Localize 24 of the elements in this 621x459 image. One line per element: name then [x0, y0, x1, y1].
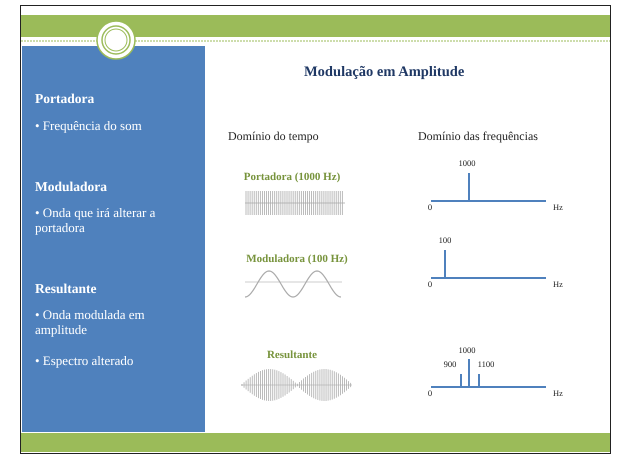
axis-label: 0: [428, 203, 432, 213]
bullet-text: • Espectro alterado: [35, 354, 134, 369]
section-heading: Moduladora: [35, 179, 108, 195]
axis-label: 0: [428, 280, 432, 290]
wave-label: Resultante: [266, 349, 318, 362]
frequency-label: 1100: [478, 360, 494, 370]
axis-label: Hz: [553, 280, 563, 290]
axis-label: 0: [428, 389, 432, 399]
bullet-text: • Onda modulada em amplitude: [35, 308, 146, 338]
bullet-text: • Frequência do som: [35, 119, 142, 134]
column-heading: Domínio do tempo: [228, 130, 319, 144]
frequency-label: 1000: [458, 346, 476, 356]
column-heading: Domínio das frequências: [418, 130, 538, 144]
frequency-label: 100: [438, 236, 452, 246]
frequency-label: 900: [444, 360, 456, 370]
frequency-label: 1000: [458, 159, 476, 169]
axis-label: Hz: [553, 389, 563, 399]
wave-label: Portadora (1000 Hz): [244, 171, 340, 184]
section-heading: Resultante: [35, 281, 96, 297]
section-heading: Portadora: [35, 91, 94, 107]
wave-label: Moduladora (100 Hz): [246, 253, 348, 266]
slide-title: Modulação em Amplitude: [304, 64, 464, 81]
axis-label: Hz: [553, 203, 563, 213]
bullet-text: • Onda que irá alterar a portadora: [35, 206, 156, 236]
